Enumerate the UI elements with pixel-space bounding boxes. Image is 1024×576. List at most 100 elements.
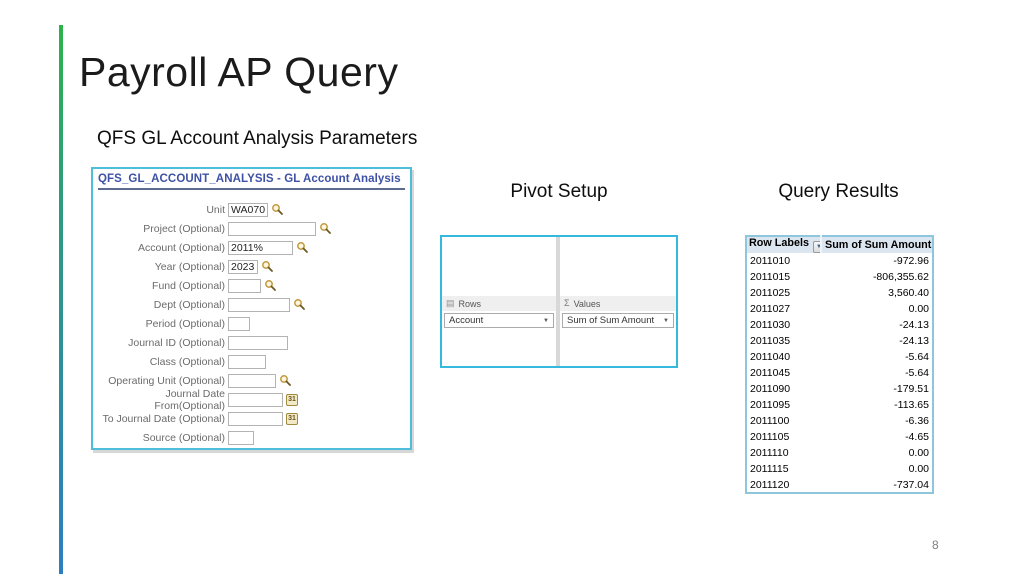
form-field-row: Class (Optional) — [93, 352, 410, 371]
year-optional-input[interactable] — [228, 259, 258, 274]
row-labels-header: Row Labels▼ — [746, 236, 821, 253]
project-optional-input[interactable] — [228, 221, 316, 236]
sum-amount-cell: -737.04 — [893, 478, 929, 491]
row-label-cell: 2011027 — [750, 303, 791, 315]
results-section-heading: Query Results — [778, 181, 899, 202]
gl-account-analysis-form: QFS_GL_ACCOUNT_ANALYSIS - GL Account Ana… — [91, 167, 412, 450]
table-row: 2011040-5.64 — [746, 349, 933, 365]
row-label-cell: 2011115 — [750, 463, 789, 475]
page-number: 8 — [932, 538, 939, 552]
pivot-rows-area: ▤ Rows Account ▼ — [442, 296, 556, 328]
form-field-row: Journal ID (Optional) — [93, 333, 410, 352]
slide-accent-bar — [59, 25, 63, 574]
sum-amount-cell: -4.65 — [905, 431, 929, 443]
row-label-cell: 2011105 — [750, 431, 790, 443]
values-field-value: Sum of Sum Amount — [567, 315, 655, 326]
period-optional-input[interactable] — [228, 316, 250, 331]
rows-field-value: Account — [449, 315, 484, 326]
unit-input[interactable] — [228, 202, 268, 217]
account-optional-input[interactable] — [228, 240, 293, 255]
row-label-cell: 2011025 — [750, 287, 791, 299]
pivot-area-divider — [556, 237, 560, 366]
magnifier-icon[interactable] — [293, 298, 306, 311]
field-label: Dept (Optional) — [153, 298, 225, 311]
row-label-cell: 2011120 — [750, 478, 790, 491]
table-row: 2011035 -24.13 — [746, 333, 933, 349]
table-header-row: Row Labels▼ Sum of Sum Amount — [746, 236, 933, 253]
magnifier-icon[interactable] — [271, 203, 284, 216]
sum-amount-cell: -5.64 — [905, 367, 929, 379]
magnifier-icon[interactable] — [319, 222, 332, 235]
row-label-cell: 2011090 — [750, 383, 791, 395]
form-title: QFS_GL_ACCOUNT_ANALYSIS - GL Account Ana… — [98, 173, 405, 190]
field-label: Project (Optional) — [143, 222, 225, 235]
sum-amount-cell: 3,560.40 — [888, 287, 929, 299]
row-label-cell: 2011035 — [750, 335, 791, 347]
table-row: 2011100-6.36 — [746, 413, 933, 429]
rows-area-label: Rows — [458, 298, 482, 309]
table-row: 2011015 -806,355.62 — [746, 269, 933, 285]
form-field-row: Fund (Optional) — [93, 276, 410, 295]
calendar-icon[interactable]: 31 — [286, 393, 298, 406]
pivot-values-area: Σ Values Sum of Sum Amount ▼ — [560, 296, 676, 328]
sum-amount-header: Sum of Sum Amount — [820, 236, 933, 253]
journal-date-from-optional-input[interactable] — [228, 392, 283, 407]
parameters-section-heading: QFS GL Account Analysis Parameters — [97, 128, 418, 149]
sum-amount-cell: 0.00 — [908, 303, 929, 315]
field-label: Year (Optional) — [154, 260, 225, 273]
sum-amount-cell: -972.96 — [893, 255, 929, 267]
form-field-row: Source (Optional) — [93, 428, 410, 447]
journal-id-optional-input[interactable] — [228, 335, 288, 350]
values-area-header: Σ Values — [560, 296, 676, 311]
table-row: 2011120 -737.04 — [746, 477, 933, 493]
form-field-row: Dept (Optional) — [93, 295, 410, 314]
field-label: Journal ID (Optional) — [128, 336, 225, 349]
class-optional-input[interactable] — [228, 354, 266, 369]
source-optional-input[interactable] — [228, 430, 254, 445]
table-row: 2011105 -4.65 — [746, 429, 933, 445]
table-row: 2011027 0.00 — [746, 301, 933, 317]
slide-title: Payroll AP Query — [79, 49, 399, 95]
magnifier-icon[interactable] — [261, 260, 274, 273]
sum-amount-cell: -24.13 — [899, 335, 929, 347]
operating-unit-optional-input[interactable] — [228, 373, 276, 388]
field-label: Journal Date From(Optional) — [154, 387, 225, 412]
form-field-row: Year (Optional) — [93, 257, 410, 276]
calendar-icon[interactable]: 31 — [286, 412, 298, 425]
field-label: Period (Optional) — [145, 317, 225, 330]
filter-dropdown-button[interactable]: ▼ — [813, 241, 821, 253]
values-field-dropdown[interactable]: Sum of Sum Amount ▼ — [562, 313, 674, 328]
to-journal-date-optional-input[interactable] — [228, 411, 283, 426]
rows-area-header: ▤ Rows — [442, 296, 556, 311]
pivot-setup-panel: ▤ Rows Account ▼ Σ Values Sum of Sum Amo… — [440, 235, 678, 368]
sum-amount-cell: -113.65 — [894, 399, 929, 411]
chevron-down-icon: ▼ — [543, 317, 549, 324]
form-field-row: Project (Optional) — [93, 219, 410, 238]
fund-optional-input[interactable] — [228, 278, 261, 293]
rows-field-dropdown[interactable]: Account ▼ — [444, 313, 554, 328]
form-field-row: To Journal Date (Optional)31 — [93, 409, 410, 428]
field-label: Unit — [206, 203, 225, 216]
sum-amount-cell: -24.13 — [899, 319, 929, 331]
field-label: Operating Unit (Optional) — [108, 374, 225, 387]
row-label-cell: 2011110 — [750, 447, 789, 459]
table-row: 2011010 -972.96 — [746, 253, 933, 269]
row-label-cell: 2011010 — [750, 255, 791, 267]
table-row: 2011030 -24.13 — [746, 317, 933, 333]
magnifier-icon[interactable] — [296, 241, 309, 254]
rows-icon: ▤ — [446, 298, 455, 308]
field-label: Account (Optional) — [138, 241, 225, 254]
form-fields: UnitProject (Optional) Account (Optional)… — [93, 200, 410, 447]
magnifier-icon[interactable] — [279, 374, 292, 387]
dept-optional-input[interactable] — [228, 297, 290, 312]
sum-amount-cell: -806,355.62 — [872, 271, 929, 283]
row-label-cell: 2011015 — [750, 271, 791, 283]
pivot-section-heading: Pivot Setup — [510, 181, 608, 202]
magnifier-icon[interactable] — [264, 279, 277, 292]
row-label-cell: 2011030 — [750, 319, 791, 331]
form-field-row: Unit — [93, 200, 410, 219]
row-label-cell: 2011045 — [750, 367, 791, 379]
field-label: Class (Optional) — [149, 355, 225, 368]
table-row: 2011045 -5.64 — [746, 365, 933, 381]
